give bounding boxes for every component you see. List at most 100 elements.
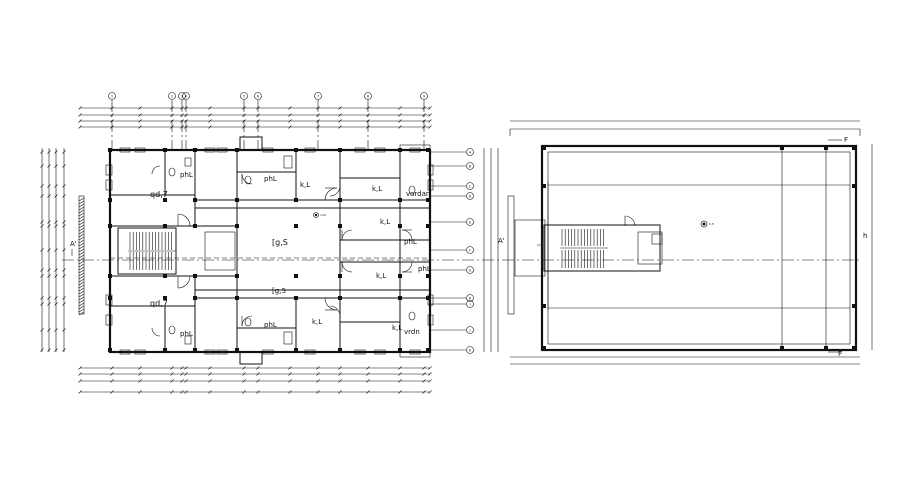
structural-column [426, 348, 430, 352]
grid-bubble-right: D [430, 192, 474, 200]
svg-text:8: 8 [367, 94, 369, 98]
room-label-kitchen-top-mid: k,L [300, 181, 310, 189]
window [134, 349, 146, 355]
structural-column [235, 148, 239, 152]
svg-text:±00: ±00 [320, 213, 326, 217]
window [216, 349, 228, 355]
window [304, 147, 316, 153]
window [409, 147, 421, 153]
structural-column [338, 224, 342, 228]
structural-column [294, 198, 298, 202]
structural-column [193, 148, 197, 152]
right-plan-dimensions [509, 120, 873, 365]
left-plan-doors [151, 165, 413, 337]
structural-column [824, 346, 828, 350]
right-plan-columns [542, 146, 856, 350]
grid-bubble-top: 5 [240, 92, 248, 150]
structural-column [398, 148, 402, 152]
room-label-vrdn: vrdn [404, 328, 420, 336]
window [119, 349, 131, 355]
structural-column [193, 224, 197, 228]
grid-bubble-right: E [430, 218, 474, 226]
structural-column [398, 274, 402, 278]
structural-column [163, 348, 167, 352]
structural-column [338, 296, 342, 300]
grid-bubble-top: 8 [364, 92, 372, 150]
svg-text:I: I [469, 302, 470, 306]
structural-column [108, 274, 112, 278]
window [119, 147, 131, 153]
structural-column [338, 274, 342, 278]
structural-column [108, 296, 112, 300]
window [354, 349, 366, 355]
structural-column [235, 274, 239, 278]
window [262, 147, 274, 153]
room-label-kitchen-bottom-right: k,L [392, 324, 402, 332]
window [105, 314, 113, 326]
svg-text:K: K [469, 348, 472, 352]
structural-column [108, 224, 112, 228]
structural-column [398, 224, 402, 228]
left-plan-section-lines [62, 257, 860, 261]
grid-bubble-top: 9 [420, 92, 428, 150]
room-label-bath-right-upper: phL [404, 238, 417, 246]
structural-column [193, 274, 197, 278]
grid-bubble-top: 4 [182, 92, 190, 150]
structural-column [852, 184, 856, 188]
structural-column [398, 348, 402, 352]
room-label-bedroom-bottom: qd,7 [150, 299, 168, 308]
room-label-kitchen-right-upper: k,L [380, 218, 390, 226]
structural-column [294, 296, 298, 300]
structural-column [193, 198, 197, 202]
svg-text:A': A' [70, 240, 77, 248]
grid-bubble-right: G [430, 266, 474, 274]
svg-text:6: 6 [257, 94, 259, 98]
grid-bubble-right: K [430, 346, 474, 354]
grid-bubble-right: B [430, 162, 474, 170]
structural-column [426, 148, 430, 152]
svg-text:J: J [468, 328, 470, 332]
left-plan-windows [105, 147, 434, 355]
structural-column [780, 346, 784, 350]
window [427, 164, 434, 176]
window [427, 294, 434, 306]
grid-bubble-right: J [430, 326, 474, 334]
structural-column [338, 348, 342, 352]
svg-text:G: G [469, 268, 472, 272]
grid-bubble-top: 1 [108, 92, 116, 150]
grid-bubble-top: 2 [168, 92, 176, 150]
window [204, 349, 216, 355]
structural-column [108, 148, 112, 152]
left-plan-level-mark: ±00 [313, 212, 326, 218]
right-plan-section-mark-top: F [844, 136, 848, 144]
structural-column [163, 274, 167, 278]
room-label-bedroom-top: qd,7 [150, 190, 168, 199]
structural-column [852, 304, 856, 308]
structural-column [426, 224, 430, 228]
right-plan-level-mark: 0,8 [709, 222, 714, 226]
structural-column [108, 198, 112, 202]
room-label-bath-bottom-mid: phL [264, 321, 277, 329]
window [374, 349, 386, 355]
svg-text:1: 1 [111, 94, 113, 98]
left-plan-walls [108, 136, 432, 365]
structural-column [852, 146, 856, 150]
structural-column [235, 296, 239, 300]
grid-bubble-right: I [430, 300, 474, 308]
structural-column [824, 146, 828, 150]
left-plan-room-labels: qd,7 qd,7 phL phL phL phL k,L k,L k,L k,… [150, 171, 431, 338]
window [354, 147, 366, 153]
grid-bubble-top: 3 [178, 92, 186, 150]
structural-column [398, 296, 402, 300]
window [262, 349, 274, 355]
svg-text:F: F [469, 248, 471, 252]
grid-bubble-right: H [430, 294, 474, 302]
svg-text:B: B [469, 164, 472, 168]
structural-column [398, 198, 402, 202]
left-plan-section-mark: A' [70, 240, 77, 256]
structural-column [426, 274, 430, 278]
grid-bubble-right: F [430, 246, 474, 254]
grid-bubble-right: A [430, 148, 474, 156]
room-label-living-top: [g,S [272, 238, 288, 247]
